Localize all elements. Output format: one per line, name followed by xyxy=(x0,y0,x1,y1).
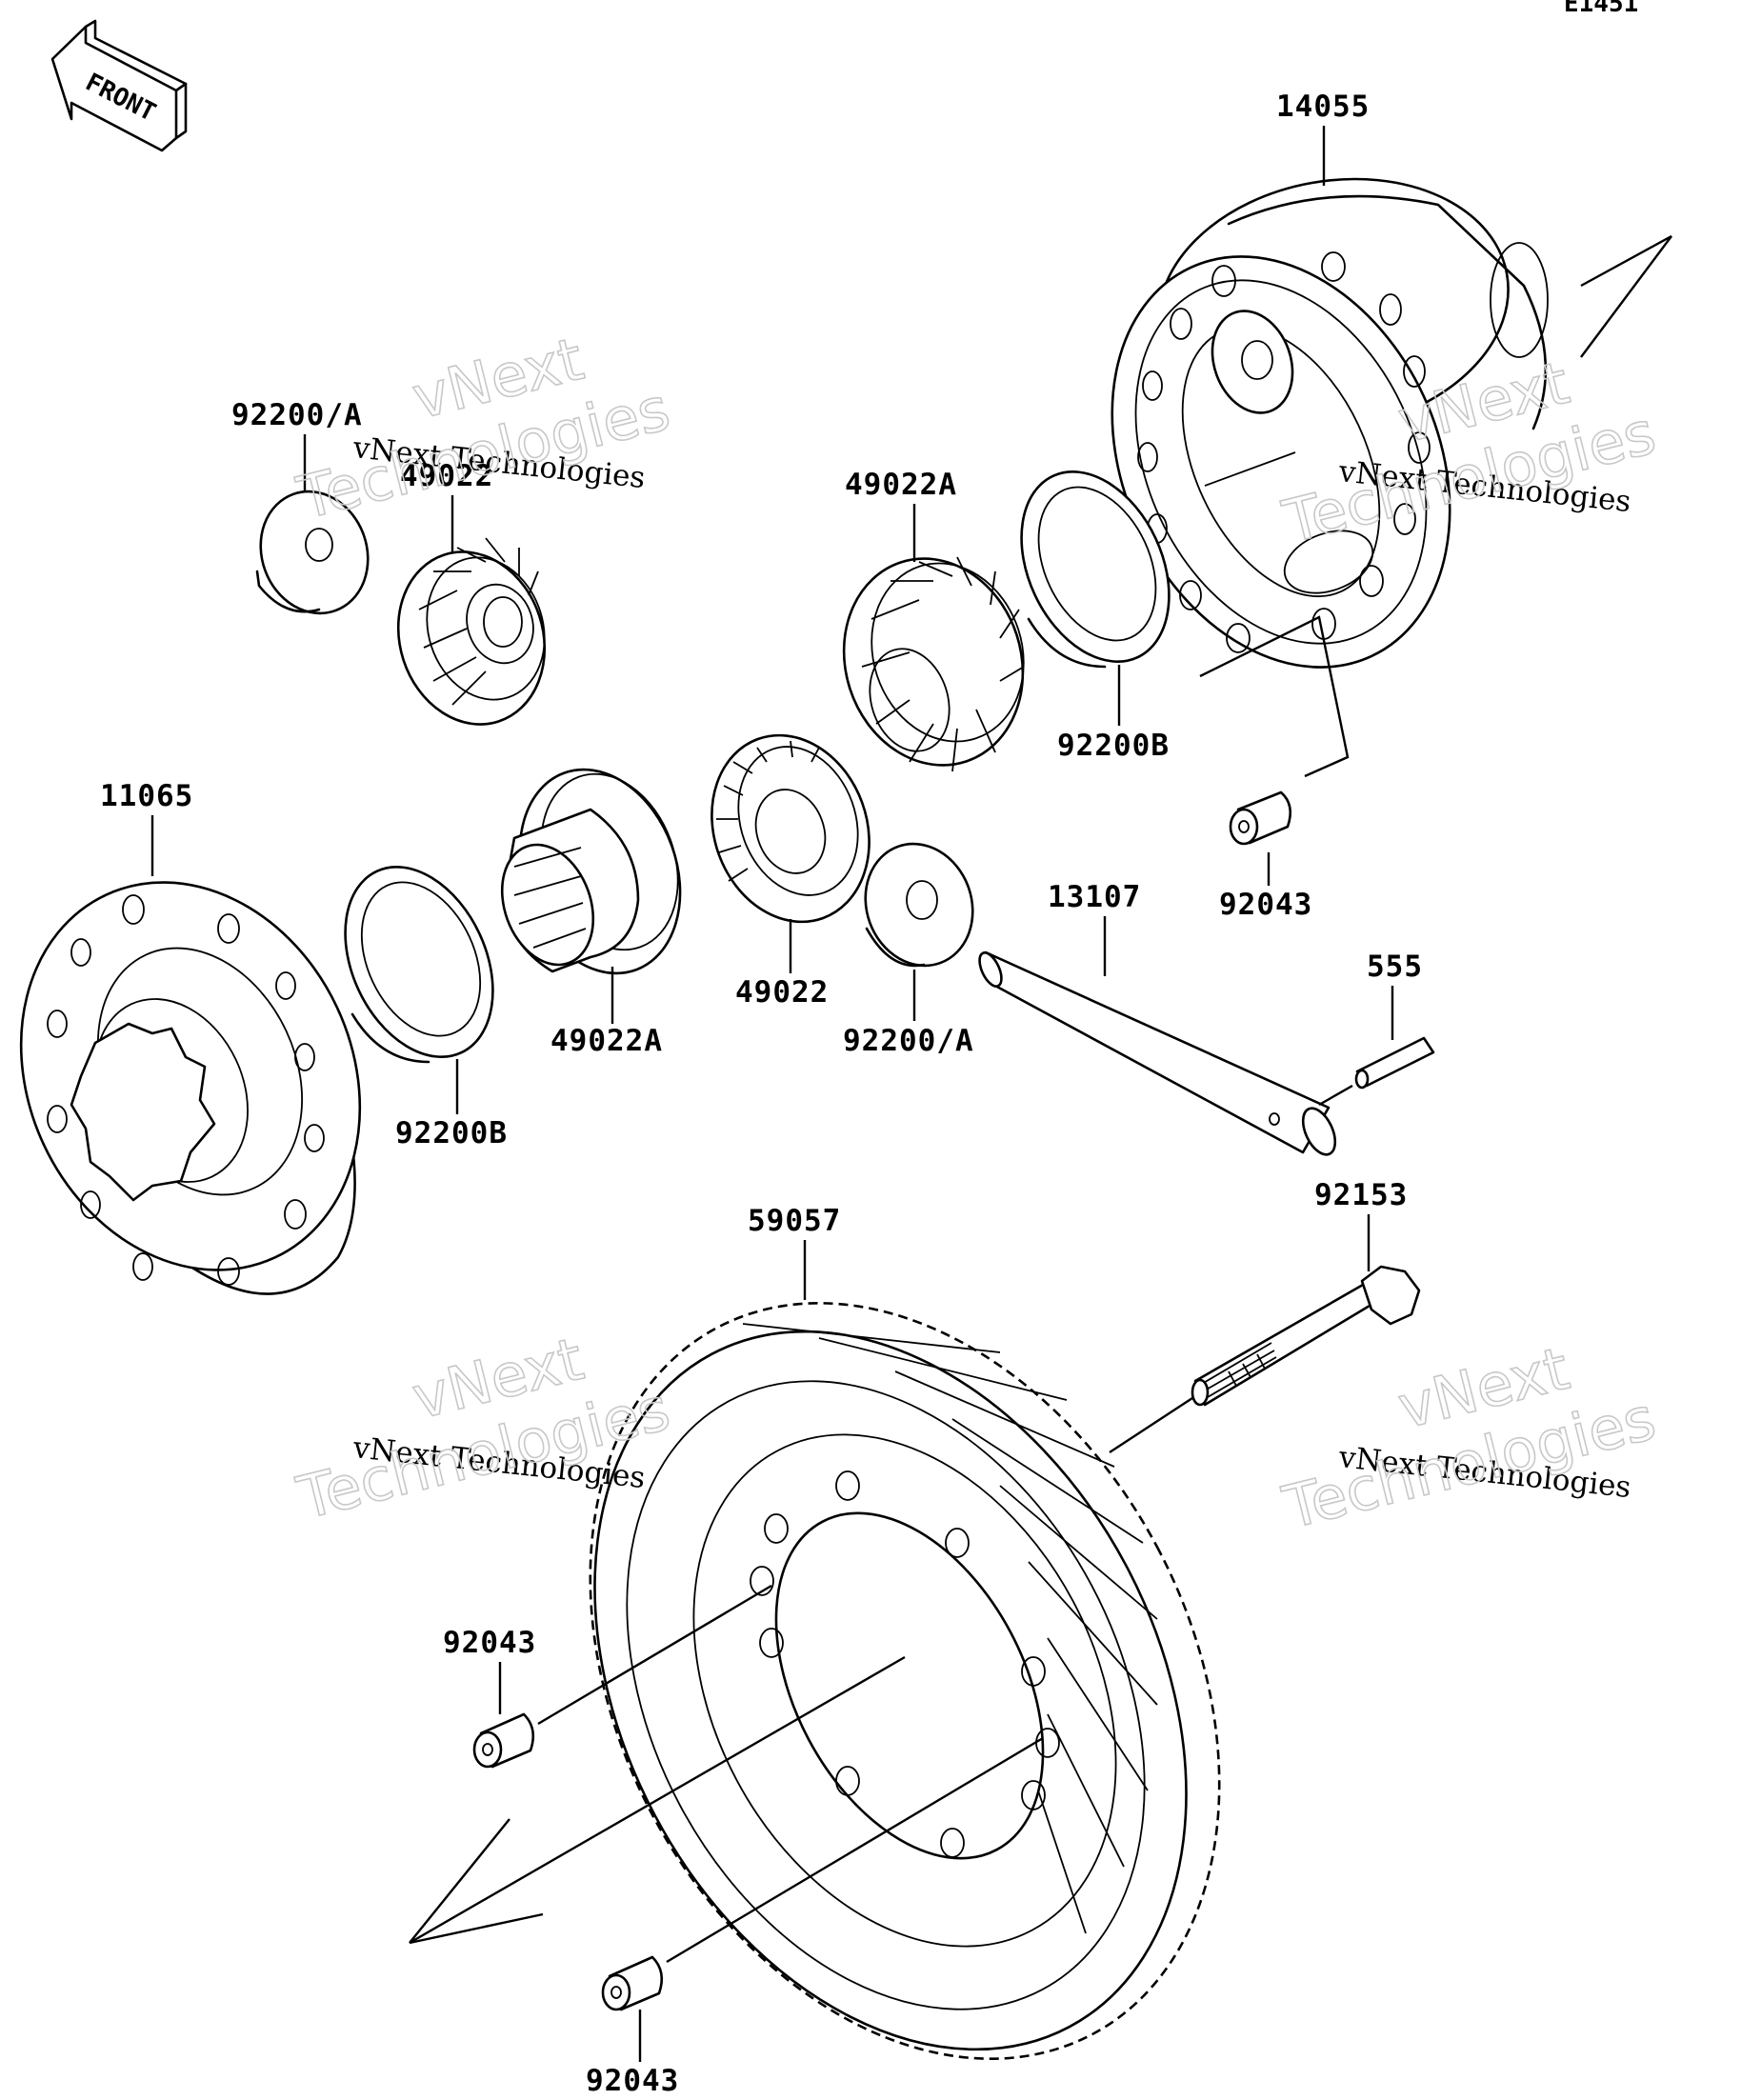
dowel-pin-92043-bottom xyxy=(601,1955,664,2011)
label-49022a-top: 49022A xyxy=(845,468,957,502)
ring-gear-59057 xyxy=(409,1302,1221,2060)
label-92153: 92153 xyxy=(1314,1178,1408,1212)
label-92200a-top: 92200/A xyxy=(231,398,363,432)
pinion-gear-49022-mid xyxy=(710,733,870,924)
label-11065: 11065 xyxy=(100,779,193,813)
label-92043-right: 92043 xyxy=(1219,888,1312,922)
label-49022a-mid: 49022A xyxy=(550,1024,663,1058)
thrust-washer-92200b-left xyxy=(344,866,494,1064)
label-92200a-mid: 92200/A xyxy=(843,1024,974,1058)
front-direction-arrow-icon: FRONT xyxy=(50,19,188,152)
differential-case-14055 xyxy=(1111,177,1672,669)
label-14055: 14055 xyxy=(1276,90,1370,124)
pinion-shaft-13107 xyxy=(978,950,1337,1156)
washer-92200a-mid xyxy=(864,842,974,968)
label-92043-left: 92043 xyxy=(443,1626,536,1660)
label-92200b-right: 92200B xyxy=(1057,729,1170,763)
pin-555 xyxy=(1354,1036,1435,1090)
watermark-bottom-right: vNext vNext Technologies Technologies xyxy=(1275,1332,1663,1543)
side-gear-49022a-mid xyxy=(500,768,682,975)
washer-92200a-top xyxy=(255,490,370,615)
label-49022-top: 49022 xyxy=(400,459,493,493)
label-59057: 59057 xyxy=(748,1204,841,1238)
bevel-gear-49022-top xyxy=(396,537,547,726)
page-code: E1451 xyxy=(1564,0,1638,18)
label-92043-bottom: 92043 xyxy=(586,2064,679,2098)
label-49022-mid: 49022 xyxy=(735,975,829,1010)
dowel-pin-92043-right xyxy=(1229,790,1292,846)
flange-11065 xyxy=(19,881,362,1295)
label-92200b-left: 92200B xyxy=(395,1116,508,1150)
bolt-92153 xyxy=(1191,1265,1421,1407)
bevel-gear-49022a-top xyxy=(842,556,1025,772)
thrust-washer-92200b-right xyxy=(1020,470,1171,669)
label-13107: 13107 xyxy=(1048,880,1141,914)
dowel-pin-92043-left xyxy=(472,1712,535,1769)
label-555: 555 xyxy=(1367,950,1423,984)
